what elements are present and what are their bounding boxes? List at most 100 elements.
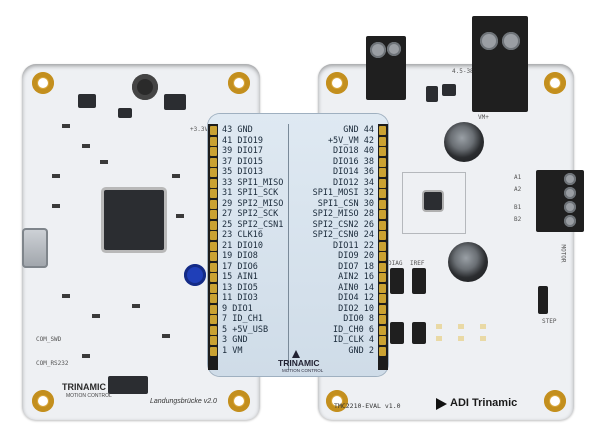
pin-right-label: DIO7 18 — [338, 261, 374, 272]
smd-part — [172, 174, 180, 178]
silk-motor: MOTOR — [559, 244, 567, 263]
smd-part — [82, 354, 90, 358]
pin-row: 19 DIO8 DIO9 20 — [208, 250, 388, 263]
electrolytic-capacitor-mid — [448, 242, 488, 282]
pin-pad — [210, 346, 217, 356]
pin-pad — [379, 189, 386, 198]
pin-left-label: 19 DIO8 — [222, 251, 258, 261]
pin-pad — [379, 294, 386, 303]
pin-right-label: GND 44 — [343, 125, 374, 135]
pin-pad — [210, 231, 217, 240]
screw-icon[interactable] — [564, 201, 576, 213]
screw-icon[interactable] — [387, 42, 401, 56]
silk-a2: A2 — [514, 186, 522, 193]
pin-right-label: SPI2_CSN0 24 — [312, 230, 374, 240]
card-brand-sub: MOTION CONTROL — [282, 368, 324, 373]
pin-pad — [379, 346, 386, 356]
screw-icon[interactable] — [480, 32, 498, 50]
pin-pad — [379, 241, 386, 251]
blue-push-button[interactable] — [184, 264, 206, 286]
status-led — [458, 324, 464, 329]
pin-right-label: DIO9 20 — [338, 251, 374, 261]
mount-hole-tl — [32, 72, 54, 94]
silk-diag: DIAG — [388, 260, 403, 267]
ic-regulator — [118, 108, 132, 118]
pin-pad — [379, 325, 386, 335]
pin-right-label: ID_CH0 6 — [333, 324, 374, 335]
pin-left-label: 13 DIO5 — [222, 282, 258, 293]
pin-right-label: AIN0 14 — [338, 282, 374, 293]
pin-pad — [379, 283, 386, 293]
motor-terminal-block[interactable] — [536, 170, 584, 232]
mount-hole-br — [544, 390, 566, 412]
pin-pad — [210, 294, 217, 303]
pin-pad — [379, 315, 386, 324]
right-brand-logo: ADI Trinamic — [450, 397, 518, 409]
pin-right-label: SPI2_CSN2 26 — [312, 219, 374, 230]
pin-pad — [210, 220, 217, 230]
jumper-dir[interactable] — [412, 322, 426, 344]
pin-header-right[interactable] — [538, 286, 548, 314]
jumper-diag[interactable] — [390, 268, 404, 294]
pin-left-label: 25 SPI2_CSN1 — [222, 219, 284, 230]
screw-icon[interactable] — [370, 42, 386, 58]
pin-pad — [379, 199, 386, 209]
smd-part — [62, 294, 70, 298]
power-terminal-block-large[interactable] — [472, 16, 528, 112]
smd-part — [132, 304, 140, 308]
electrolytic-capacitor-top — [444, 122, 484, 162]
screw-icon[interactable] — [564, 215, 576, 227]
pin-pad — [210, 336, 217, 345]
ic-small — [442, 84, 456, 96]
status-led — [480, 324, 486, 329]
pin-left-label: 15 AIN1 — [222, 272, 258, 282]
ic-top-mid — [164, 94, 186, 110]
screw-icon[interactable] — [564, 173, 576, 185]
pin-right-label: DIO16 38 — [333, 156, 374, 167]
mount-hole-tl — [326, 72, 348, 94]
status-led — [436, 324, 442, 329]
silk-3v3: +3.3V — [190, 126, 209, 133]
usb-c-connector[interactable] — [22, 228, 48, 268]
screw-icon[interactable] — [502, 32, 520, 50]
smd-part — [52, 204, 60, 208]
pin-row: 43 GND GND 44 — [208, 124, 388, 137]
ic-regulator — [426, 86, 438, 102]
mount-hole-tr — [228, 72, 250, 94]
pin-row: 41 DIO19+5V_VM 42 — [208, 135, 388, 148]
mount-hole-bl — [326, 390, 348, 412]
jumper-step[interactable] — [390, 322, 404, 344]
pin-pad — [379, 252, 386, 261]
pin-right-label: DIO0 8 — [343, 314, 374, 324]
smd-part — [62, 124, 70, 128]
smd-part — [52, 174, 60, 178]
pin-right-label: DIO4 12 — [338, 293, 374, 303]
ic-bottom — [108, 376, 148, 394]
pin-pad — [210, 315, 217, 324]
jumper-iref[interactable] — [412, 268, 426, 294]
smd-part — [82, 144, 90, 148]
pin-row: 25 SPI2_CSN1 SPI2_CSN2 26 — [208, 219, 388, 232]
pin-right-label: GND 2 — [348, 345, 374, 356]
pin-left-label: 5 +5V_USB — [222, 324, 269, 335]
mcu-chip — [104, 190, 164, 250]
pin-left-label: 43 GND — [222, 125, 253, 135]
silk-step: STEP — [542, 318, 557, 325]
pin-left-label: 39 DIO17 — [222, 146, 263, 156]
center-divider — [288, 124, 289, 370]
silk-com-swd: COM_SWD — [36, 336, 62, 343]
screw-icon[interactable] — [564, 187, 576, 199]
left-brand-logo: TRINAMIC — [62, 382, 106, 392]
left-brand-sub: MOTION CONTROL — [66, 393, 112, 399]
pin-left-label: 3 GND — [222, 335, 248, 345]
power-terminal-block-small[interactable] — [366, 36, 406, 100]
smd-part — [100, 160, 108, 164]
mount-hole-br — [228, 390, 250, 412]
